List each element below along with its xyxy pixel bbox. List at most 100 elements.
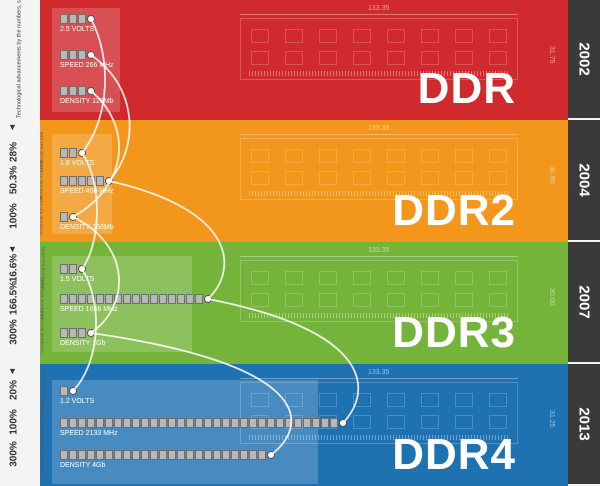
density-bar-segment <box>141 450 149 460</box>
memory-chip <box>285 293 303 307</box>
speed-bar-segment <box>267 418 275 428</box>
memory-chip <box>421 271 439 285</box>
density-bar-end-marker <box>69 213 77 221</box>
speed-bar-segment <box>78 50 86 60</box>
speed-change-badge: 100%INCREASE from DDR3 <box>0 401 45 443</box>
speed-bar-segment <box>330 418 338 428</box>
memory-chip <box>421 393 439 407</box>
density-bar-segment <box>186 450 194 460</box>
speed-bar-segment <box>78 294 86 304</box>
density-change-value: 300% <box>8 441 20 467</box>
density-bar-segment <box>168 450 176 460</box>
density-bar <box>60 86 98 96</box>
speed-bar-end-marker <box>87 51 95 59</box>
memory-chip <box>489 415 507 429</box>
voltage-label: 1.2 VOLTS <box>60 398 95 405</box>
memory-chip <box>421 415 439 429</box>
memory-chip <box>251 51 269 65</box>
density-bar-segment <box>231 450 239 460</box>
density-change-note: INCREASE from DDR <box>38 196 44 236</box>
memory-module-outline <box>240 138 518 200</box>
width-dimension-line <box>240 134 518 135</box>
density-bar <box>60 212 80 222</box>
speed-bar-segment <box>168 418 176 428</box>
density-change-badge: 300%INCREASE from DDR3 <box>0 433 45 475</box>
memory-chip <box>455 293 473 307</box>
speed-change-badge: 50.3%INCREASE from DDR <box>0 160 44 199</box>
memory-chip <box>251 171 269 185</box>
speed-bar-segment <box>294 418 302 428</box>
generation-name: DDR3 <box>392 308 516 357</box>
speed-bar-segment <box>96 418 104 428</box>
speed-bar-segment <box>132 418 140 428</box>
width-dimension-line <box>240 256 518 257</box>
speed-change-badge: 166.5%INCREASE from DDR2 <box>0 277 45 319</box>
speed-bar-segment <box>195 418 203 428</box>
speed-bar-segment <box>60 176 68 186</box>
memory-chip <box>387 415 405 429</box>
voltage-bar <box>60 14 98 24</box>
speed-bar-segment <box>303 418 311 428</box>
memory-chip <box>387 271 405 285</box>
width-dimension-line <box>240 378 518 379</box>
memory-chip <box>455 393 473 407</box>
memory-chip <box>421 293 439 307</box>
module-height-label: 30.00 <box>548 166 555 184</box>
speed-change-value: 166.5% <box>8 281 20 315</box>
memory-chip <box>285 149 303 163</box>
density-bar-end-marker <box>87 87 95 95</box>
module-width-label: 133.35 <box>368 5 390 12</box>
voltage-label: 2.5 VOLTS <box>60 26 95 33</box>
memory-chip <box>387 393 405 407</box>
speed-bar-end-marker <box>339 419 347 427</box>
speed-bar-segment <box>168 294 176 304</box>
memory-chip <box>319 51 337 65</box>
density-bar-segment <box>78 86 86 96</box>
speed-bar-segment <box>105 294 113 304</box>
density-bar-segment <box>240 450 248 460</box>
speed-bar-segment <box>87 176 95 186</box>
memory-chip <box>387 149 405 163</box>
speed-bar-segment <box>258 418 266 428</box>
speed-bar-segment <box>87 294 95 304</box>
memory-chip <box>319 271 337 285</box>
speed-bar-segment <box>312 418 320 428</box>
module-width-label: 133.35 <box>368 369 390 376</box>
voltage-bar-segment <box>60 386 68 396</box>
speed-bar-segment <box>231 418 239 428</box>
memory-chip <box>489 51 507 65</box>
voltage-bar-segment <box>69 14 77 24</box>
speed-bar-segment <box>114 418 122 428</box>
memory-chip <box>421 149 439 163</box>
speed-label: SPEED 400 MHz <box>60 188 114 195</box>
memory-chip <box>455 29 473 43</box>
density-change-value: 100% <box>8 203 20 229</box>
density-bar-segment <box>123 450 131 460</box>
memory-chip <box>421 171 439 185</box>
memory-chip <box>489 393 507 407</box>
speed-bar <box>60 294 215 304</box>
density-bar-segment <box>78 328 86 338</box>
memory-chip <box>387 29 405 43</box>
module-pins <box>249 313 509 318</box>
memory-chip <box>319 293 337 307</box>
density-bar-segment <box>195 450 203 460</box>
voltage-bar-segment <box>60 14 68 24</box>
density-bar-segment <box>150 450 158 460</box>
memory-chip <box>353 171 371 185</box>
density-bar-segment <box>60 450 68 460</box>
speed-bar-segment <box>321 418 329 428</box>
speed-bar-segment <box>213 418 221 428</box>
density-change-badge: 300%INCREASE from DDR2 <box>0 311 45 353</box>
memory-chip <box>251 271 269 285</box>
memory-chip <box>489 293 507 307</box>
memory-chip <box>353 149 371 163</box>
voltage-bar-segment <box>69 148 77 158</box>
module-pins <box>249 71 509 76</box>
voltage-change-value: 28% <box>8 141 20 163</box>
memory-chip <box>387 293 405 307</box>
module-height-label: 30.00 <box>548 288 555 306</box>
memory-chip <box>353 293 371 307</box>
